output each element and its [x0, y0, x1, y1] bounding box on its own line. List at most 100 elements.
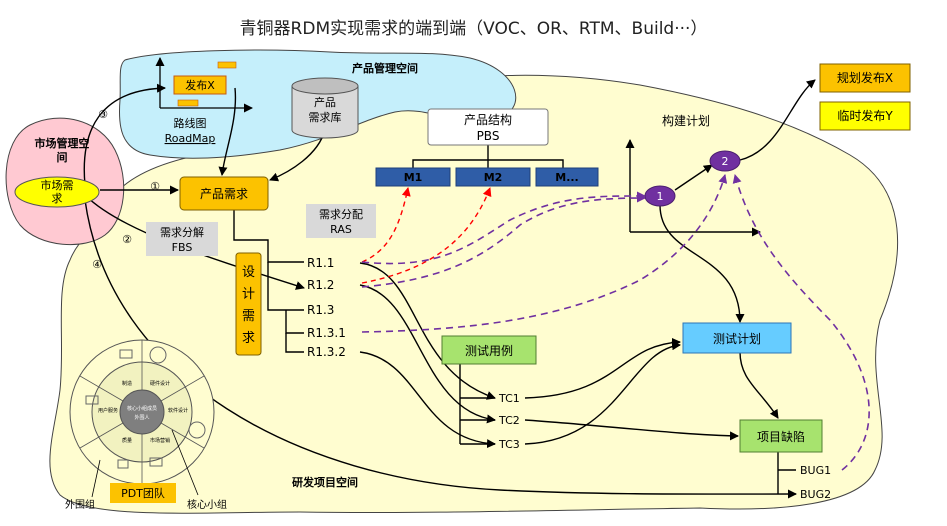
outer-group-label: 外围组 — [65, 498, 95, 511]
roadmap-bar-bottom — [177, 99, 199, 107]
r12-to-build1 — [361, 193, 646, 288]
req-db-icon[interactable] — [291, 77, 359, 139]
core-group-label: 核心小组 — [187, 498, 227, 511]
wheel-label-3: 市场营销 — [150, 437, 170, 444]
market-space-label-1: 市场管理空间 — [35, 136, 90, 164]
build1-to-testplan — [659, 204, 745, 323]
ras-box — [306, 204, 376, 238]
r11-to-build1 — [361, 191, 646, 265]
plan-release-x-box[interactable] — [819, 63, 911, 93]
tc1-label[interactable]: TC1 — [498, 392, 520, 405]
testplan-to-defect — [739, 351, 779, 419]
roadmap-bar-top — [217, 61, 237, 69]
req-r11[interactable]: R1.1 — [307, 256, 334, 270]
diagram-title: 青铜器RDM实现需求的端到端（VOC、OR、RTM、Build···） — [239, 19, 708, 39]
step-3-label: ③ — [98, 108, 108, 121]
step-4-label: ④ — [92, 258, 102, 271]
wheel-label-5: 用户服务 — [98, 407, 118, 414]
req-db-label-1: 产品 — [314, 95, 336, 109]
product-req-label: 产品需求 — [200, 187, 248, 201]
r11-to-tc1 — [359, 262, 496, 400]
test-case-label: 测试用例 — [465, 343, 513, 358]
case-bracket — [459, 360, 495, 445]
link-product-fbs — [233, 210, 304, 263]
req-r131[interactable]: R1.3.1 — [307, 326, 346, 340]
build2-to-release — [739, 79, 816, 161]
temp-release-y-box[interactable] — [819, 101, 911, 131]
defect-box[interactable] — [739, 419, 823, 453]
bug2-label[interactable]: BUG2 — [800, 488, 831, 501]
design-req-label: 设计需求 — [242, 265, 255, 346]
m2-box[interactable] — [455, 167, 531, 187]
wheel-center-2: 外围人 — [134, 414, 149, 421]
fbs-label-1: 需求分解 — [160, 225, 204, 239]
pdt-team-label: PDT团队 — [121, 486, 165, 500]
build-links — [361, 174, 870, 471]
pdt-team-box[interactable] — [110, 483, 176, 503]
release-x-label: 发布X — [185, 78, 215, 92]
r131-to-build2 — [361, 174, 728, 333]
build-1-label: 1 — [657, 190, 664, 203]
pbs-box[interactable] — [427, 108, 549, 146]
link-r13 — [267, 285, 304, 311]
pbs-tree — [412, 145, 564, 168]
fbs-label-2: FBS — [172, 241, 193, 254]
pbs-label-2: PBS — [477, 129, 500, 143]
m2-label: M2 — [484, 171, 503, 184]
release-x-box[interactable] — [173, 75, 227, 95]
pdt-team-wheel — [69, 339, 215, 485]
roadmap-label-1: 路线图 — [174, 116, 207, 130]
step-2-label: ② — [122, 233, 132, 246]
req-r13[interactable]: R1.3 — [307, 303, 334, 317]
test-plan-box[interactable] — [682, 322, 792, 354]
wheel-center-1: 核心小组成员 — [127, 405, 157, 412]
product-req-box[interactable] — [179, 176, 269, 211]
defect-bugs — [777, 452, 796, 494]
defect-label: 项目缺陷 — [757, 429, 805, 444]
m1-box[interactable] — [375, 167, 451, 187]
test-plan-label: 测试计划 — [713, 331, 761, 346]
market-req-node[interactable] — [14, 176, 100, 208]
build-2-label: 2 — [722, 155, 729, 168]
tc3-to-testplan — [524, 341, 681, 445]
arrow-step3 — [83, 83, 166, 186]
plan-release-x-label: 规划发布X — [837, 70, 893, 85]
build-1-node[interactable] — [644, 185, 676, 207]
wheel-label-4: 质量 — [122, 437, 132, 444]
wheel-label-1: 硬件设计 — [150, 380, 170, 387]
req-db-label-2: 需求库 — [309, 111, 342, 124]
wheel-label-2: 软件设计 — [168, 407, 188, 414]
ras-label-1: 需求分配 — [319, 208, 363, 221]
m3-label: M... — [555, 171, 578, 184]
tc1-to-testplan — [524, 337, 681, 399]
step-1-label: ① — [150, 180, 160, 193]
roadmap-label-2: RoadMap — [165, 132, 216, 145]
pbs-label-1: 产品结构 — [464, 112, 512, 127]
arrow-roadmap-product — [218, 87, 237, 176]
design-req-box[interactable] — [235, 252, 262, 356]
r12-to-tc2 — [359, 284, 496, 424]
rd-space-label: 研发项目空间 — [292, 475, 358, 489]
tc3-label[interactable]: TC3 — [498, 438, 520, 451]
wheel-label-0: 制造 — [122, 380, 132, 387]
fbs-box — [146, 222, 218, 256]
link-r132 — [285, 333, 304, 353]
test-case-box[interactable] — [441, 335, 537, 365]
product-space-label: 产品管理空间 — [352, 61, 418, 75]
temp-release-y-label: 临时发布Y — [837, 108, 893, 123]
m3-box[interactable] — [535, 167, 599, 187]
req-r132[interactable]: R1.3.2 — [307, 345, 346, 359]
bug1-label[interactable]: BUG1 — [800, 464, 831, 477]
arrow-step4 — [84, 199, 797, 499]
outer-group-pointer — [91, 459, 101, 498]
build-plan-label: 构建计划 — [662, 113, 710, 128]
req-r12[interactable]: R1.2 — [307, 278, 334, 292]
r132-to-tc3 — [359, 351, 496, 449]
market-req-label: 市场需求 — [41, 178, 74, 205]
ras-label-2: RAS — [330, 223, 352, 236]
m1-label: M1 — [404, 171, 423, 184]
tc2-label[interactable]: TC2 — [498, 414, 520, 427]
build-2-node[interactable] — [709, 150, 741, 172]
